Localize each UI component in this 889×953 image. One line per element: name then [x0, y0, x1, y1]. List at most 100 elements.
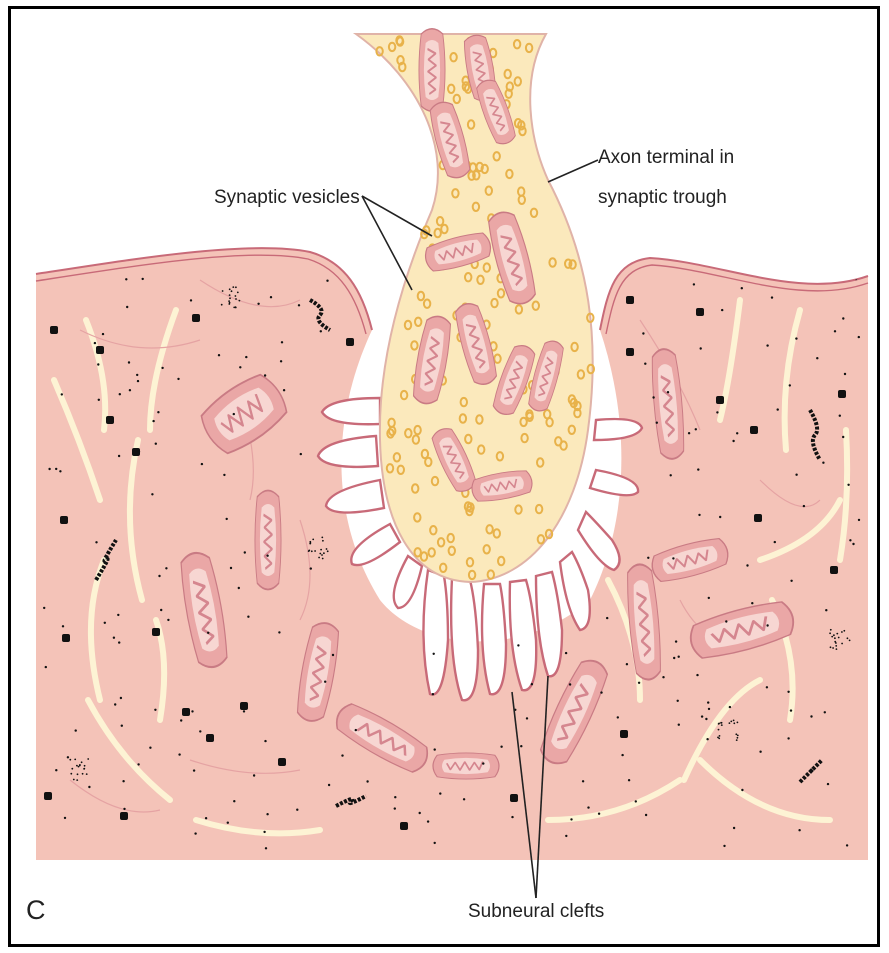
speck: [827, 783, 829, 785]
speck: [161, 367, 163, 369]
speck: [157, 411, 159, 413]
speck: [635, 800, 637, 802]
speck-cluster: [327, 550, 329, 552]
granule: [626, 348, 634, 356]
speck-cluster: [221, 304, 223, 306]
speck-cluster: [222, 290, 224, 292]
granule: [120, 812, 128, 820]
speck: [126, 306, 128, 308]
speck: [766, 344, 768, 346]
speck: [257, 303, 259, 305]
speck: [531, 683, 533, 685]
speck: [673, 657, 675, 659]
speck: [733, 827, 735, 829]
speck: [787, 737, 789, 739]
speck: [137, 763, 139, 765]
speck: [741, 287, 743, 289]
speck: [136, 374, 138, 376]
speck: [520, 745, 522, 747]
speck-cluster: [830, 629, 832, 631]
speck: [253, 774, 255, 776]
speck: [790, 709, 792, 711]
speck: [281, 341, 283, 343]
speck-cluster: [841, 631, 843, 633]
speck: [736, 432, 738, 434]
speck: [180, 719, 182, 721]
speck: [795, 337, 797, 339]
speck: [500, 746, 502, 748]
granule: [750, 426, 758, 434]
speck-cluster: [730, 721, 732, 723]
granule: [716, 396, 724, 404]
speck: [582, 780, 584, 782]
speck-cluster: [721, 724, 723, 726]
speck: [165, 567, 167, 569]
speck: [706, 738, 708, 740]
speck-cluster: [76, 765, 78, 767]
speck-cluster: [849, 640, 851, 642]
speck: [598, 813, 600, 815]
speck: [810, 715, 812, 717]
speck-cluster: [235, 295, 237, 297]
speck: [600, 691, 602, 693]
speck: [280, 360, 282, 362]
speck: [218, 354, 220, 356]
speck-cluster: [76, 779, 78, 781]
speck: [846, 844, 848, 846]
granule: [44, 792, 52, 800]
speck: [732, 440, 734, 442]
speck-cluster: [71, 768, 73, 770]
speck: [94, 342, 96, 344]
speck: [244, 551, 246, 553]
speck-cluster: [320, 549, 322, 551]
speck-cluster: [81, 761, 83, 763]
speck-cluster: [834, 637, 836, 639]
speck: [233, 800, 235, 802]
label-synaptic-vesicles: Synaptic vesicles: [214, 186, 360, 210]
speck: [587, 806, 589, 808]
speck: [675, 640, 677, 642]
speck-cluster: [229, 297, 231, 299]
speck: [427, 820, 429, 822]
speck: [117, 614, 119, 616]
speck: [178, 753, 180, 755]
speck: [790, 580, 792, 582]
speck: [852, 543, 854, 545]
speck: [688, 432, 690, 434]
speck-cluster: [82, 773, 84, 775]
speck-cluster: [721, 722, 723, 724]
speck: [118, 455, 120, 457]
speck: [839, 415, 841, 417]
speck: [59, 470, 61, 472]
speck: [123, 808, 125, 810]
speck-cluster: [235, 298, 237, 300]
speck: [816, 357, 818, 359]
speck: [128, 361, 130, 363]
speck: [638, 682, 640, 684]
speck: [137, 380, 139, 382]
speck: [264, 740, 266, 742]
speck: [419, 812, 421, 814]
speck: [777, 408, 779, 410]
speck: [662, 676, 664, 678]
speck: [230, 567, 232, 569]
speck-cluster: [736, 739, 738, 741]
speck-cluster: [73, 779, 75, 781]
speck-cluster: [77, 773, 79, 775]
speck: [266, 813, 268, 815]
speck: [332, 654, 334, 656]
speck: [847, 484, 849, 486]
speck-cluster: [232, 286, 234, 288]
speck-cluster: [838, 637, 840, 639]
speck: [858, 336, 860, 338]
speck: [628, 779, 630, 781]
speck: [151, 493, 153, 495]
speck: [708, 708, 710, 710]
speck: [716, 411, 718, 413]
speck-cluster: [835, 642, 837, 644]
speck: [824, 711, 826, 713]
speck-cluster: [229, 294, 231, 296]
speck: [678, 724, 680, 726]
speck: [645, 814, 647, 816]
speck: [677, 700, 679, 702]
